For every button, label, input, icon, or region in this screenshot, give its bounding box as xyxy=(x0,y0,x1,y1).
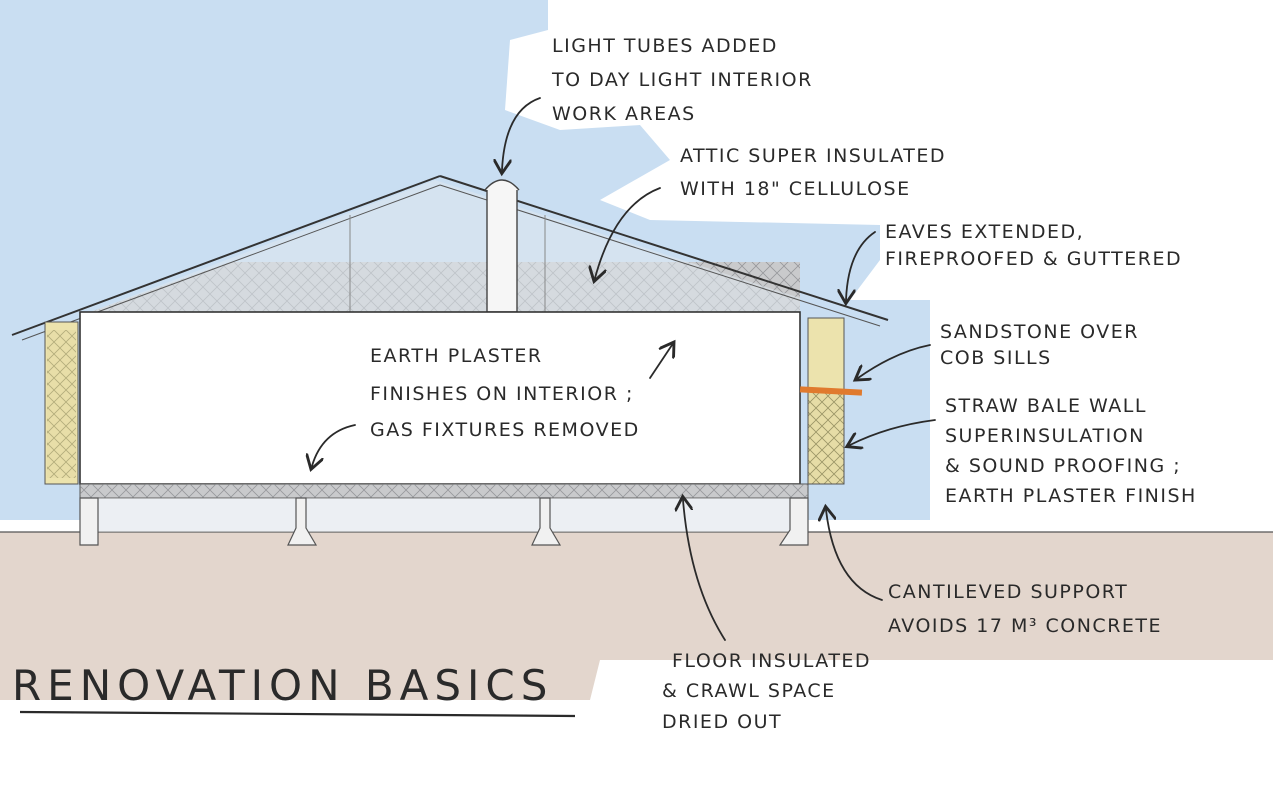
cob-sill xyxy=(799,386,863,396)
light-tube xyxy=(486,187,518,313)
interior-room xyxy=(79,311,801,485)
attic-space xyxy=(90,180,800,312)
annotation-cantilever-line-2: AVOIDS 17 M³ CONCRETE xyxy=(888,615,1162,637)
annotation-straw-bale-line-2: SUPERINSULATION xyxy=(945,425,1145,447)
arrow-cantilever xyxy=(826,510,883,601)
arrow-floor xyxy=(683,500,726,641)
annotation-light-tubes-line-3: WORK AREAS xyxy=(552,103,696,125)
annotation-earth-plaster-line-2: FINISHES ON INTERIOR ; xyxy=(370,383,634,405)
annotation-attic-line-2: WITH 18" CELLULOSE xyxy=(680,178,911,200)
annotation-eaves-line-2: FIREPROOFED & GUTTERED xyxy=(885,248,1182,270)
annotation-sandstone: SANDSTONE OVER COB SILLS xyxy=(940,321,1147,369)
annotation-sandstone-line-2: COB SILLS xyxy=(940,347,1052,369)
arrow-attic xyxy=(595,187,661,278)
arrow-light-tubes xyxy=(502,97,541,170)
annotation-cantilever-line-1: CANTILEVED SUPPORT xyxy=(888,581,1128,603)
pier-left xyxy=(79,497,99,546)
annotation-eaves: EAVES EXTENDED, FIREPROOFED & GUTTERED xyxy=(885,221,1182,270)
light-tube-dome xyxy=(484,179,520,191)
annotation-floor: FLOOR INSULATED & CRAWL SPACE DRIED OUT xyxy=(662,650,879,733)
left-wall-hatch xyxy=(47,330,76,478)
annotation-straw-bale-line-4: EARTH PLASTER FINISH xyxy=(945,485,1197,507)
annotation-light-tubes: LIGHT TUBES ADDED TO DAY LIGHT INTERIOR … xyxy=(551,35,820,125)
pier-2 xyxy=(287,497,318,546)
arrow-earth-plaster xyxy=(312,424,356,466)
annotation-light-tubes-line-2: TO DAY LIGHT INTERIOR xyxy=(551,69,813,91)
annotation-attic: ATTIC SUPER INSULATED WITH 18" CELLULOSE xyxy=(680,145,954,200)
annotation-earth-plaster-line-3: GAS FIXTURES REMOVED xyxy=(370,419,640,441)
annotation-straw-bale-line-1: STRAW BALE WALL xyxy=(945,395,1147,417)
annotation-earth-plaster-line-1: EARTH PLASTER xyxy=(370,345,543,367)
arrow-interior-up xyxy=(649,345,672,379)
roof-left xyxy=(11,175,441,336)
title-underline xyxy=(19,710,576,718)
arrow-straw-bale xyxy=(850,419,936,445)
pier-right xyxy=(778,497,809,546)
floor-insulation-hatch xyxy=(80,484,808,498)
annotation-light-tubes-line-1: LIGHT TUBES ADDED xyxy=(552,35,778,57)
annotation-floor-line-2: & CRAWL SPACE xyxy=(662,680,836,702)
annotation-floor-line-1: FLOOR INSULATED xyxy=(672,650,871,672)
pier-3 xyxy=(531,497,562,546)
annotation-sandstone-line-1: SANDSTONE OVER xyxy=(940,321,1139,343)
arrow-sandstone xyxy=(858,344,931,378)
annotation-straw-bale: STRAW BALE WALL SUPERINSULATION & SOUND … xyxy=(945,395,1197,507)
annotation-attic-line-1: ATTIC SUPER INSULATED xyxy=(680,145,946,167)
right-wall-straw xyxy=(807,389,845,485)
annotation-earth-plaster: EARTH PLASTER FINISHES ON INTERIOR ; GAS… xyxy=(370,345,641,441)
arrow-eaves xyxy=(846,231,876,300)
annotation-cantilever: CANTILEVED SUPPORT AVOIDS 17 M³ CONCRETE xyxy=(888,581,1162,637)
sketch-title: RENOVATION BASICS xyxy=(12,661,553,710)
annotation-arrows xyxy=(312,97,936,641)
right-wall-sandstone xyxy=(807,317,845,391)
annotation-floor-line-3: DRIED OUT xyxy=(662,711,782,733)
ground-wash xyxy=(0,532,1273,700)
annotation-eaves-line-1: EAVES EXTENDED, xyxy=(885,221,1084,243)
annotation-straw-bale-line-3: & SOUND PROOFING ; xyxy=(945,455,1181,477)
piers xyxy=(79,497,809,546)
crawl-space xyxy=(79,497,809,533)
